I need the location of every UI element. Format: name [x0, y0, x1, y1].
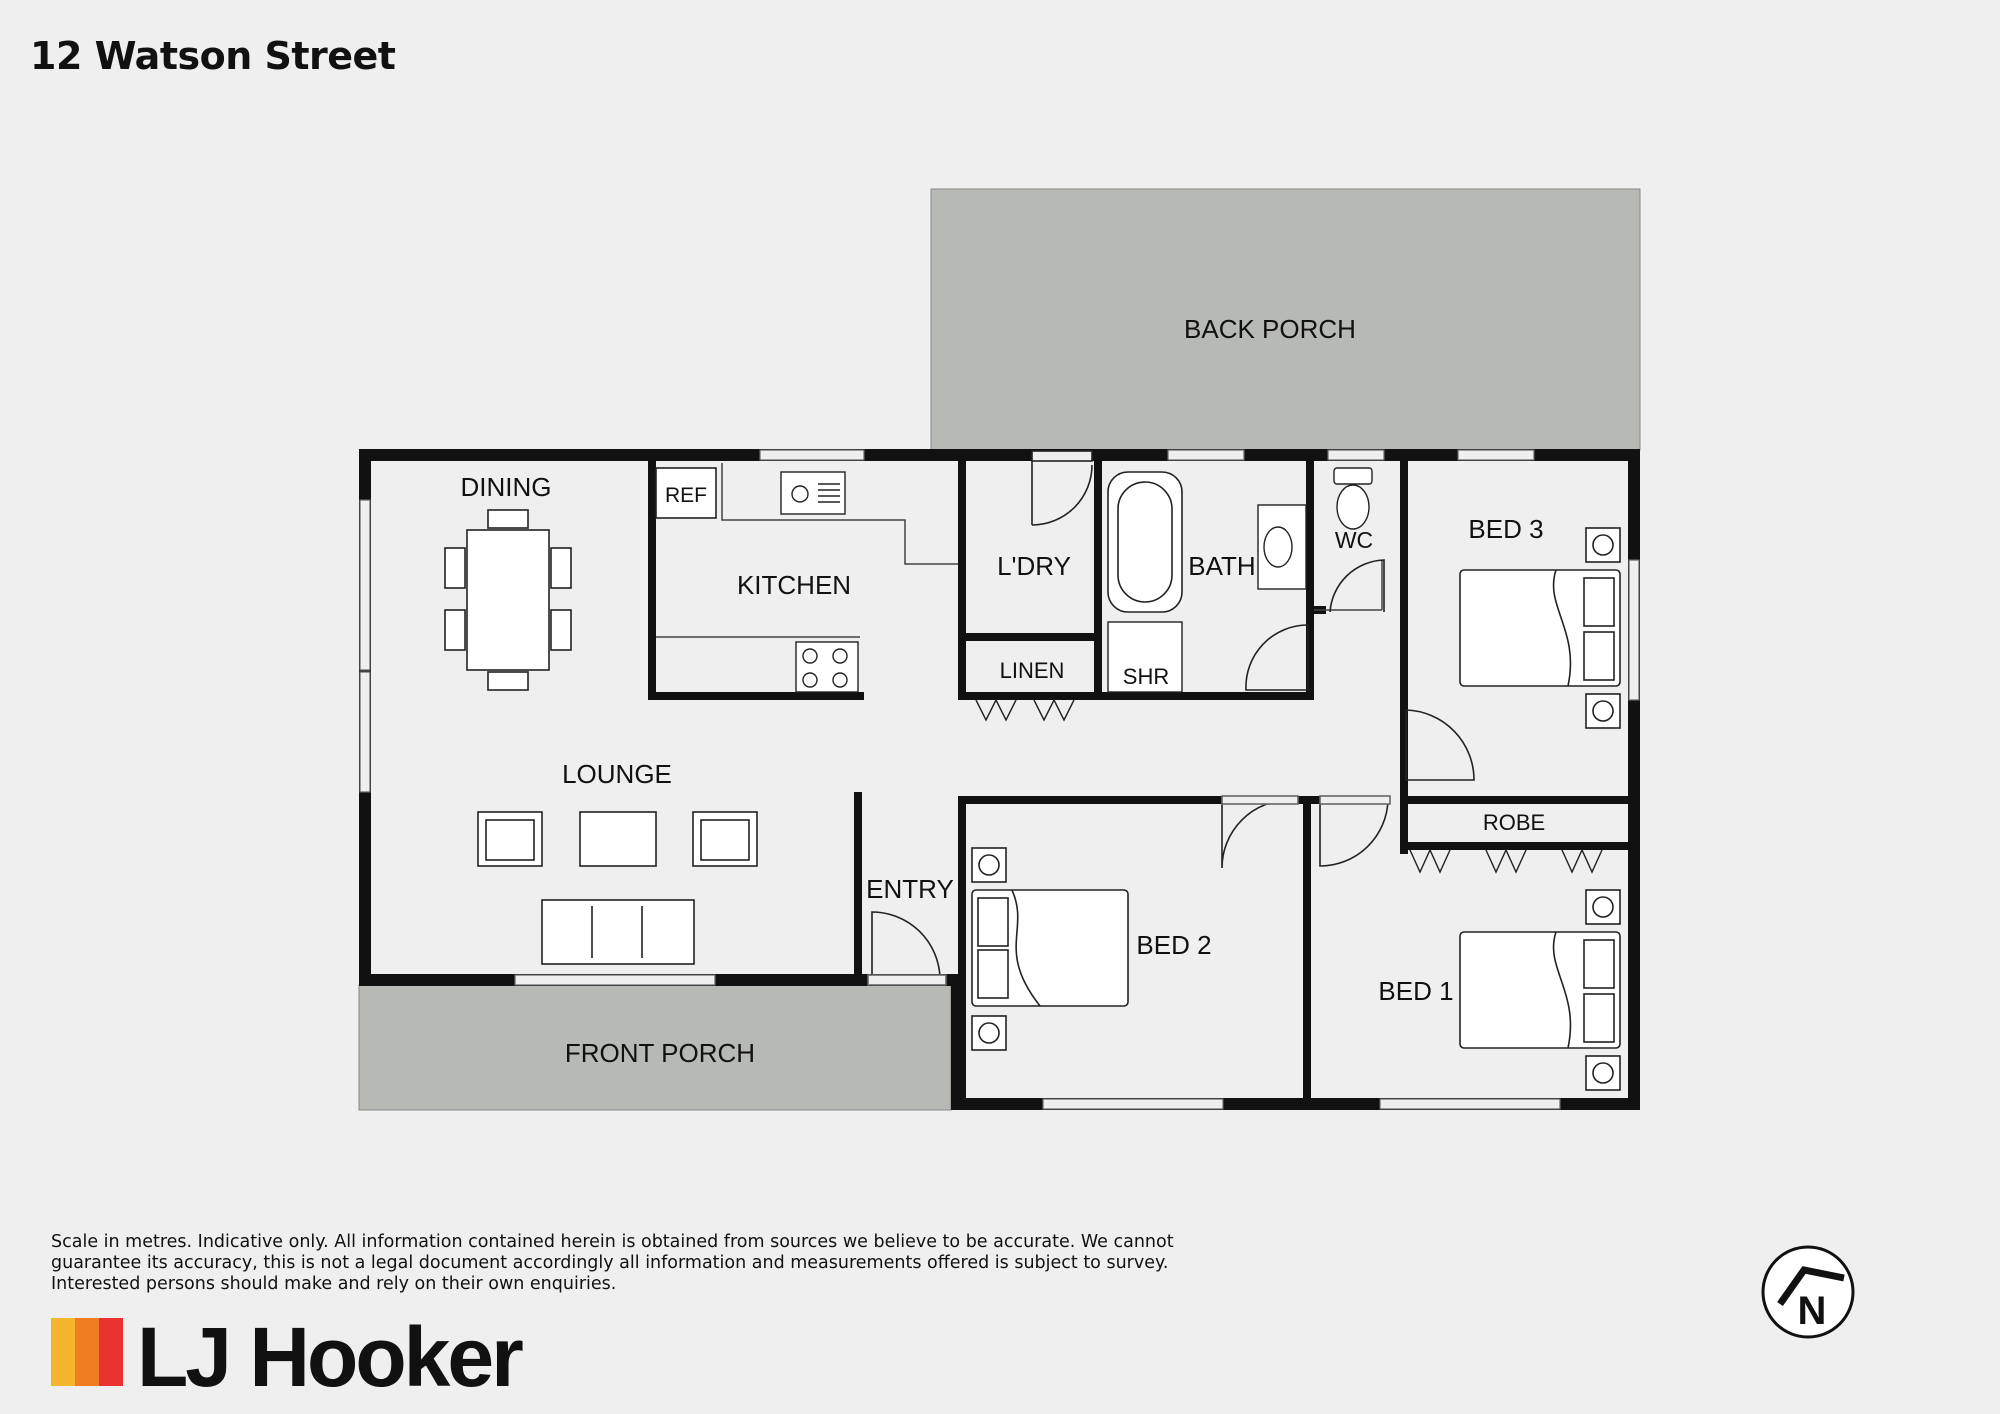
armchair-icon	[477, 811, 543, 867]
room-label-ref: REF	[665, 484, 707, 507]
room-label-bed1: BED 1	[1378, 976, 1453, 1006]
room-label-lounge: LOUNGE	[562, 759, 672, 789]
interior-walls	[648, 459, 1634, 1104]
counters	[656, 463, 1383, 638]
basin-icon	[1257, 504, 1307, 590]
logo-stripe-red	[99, 1318, 123, 1386]
logo-stripe-yellow	[51, 1318, 75, 1386]
room-label-bath: BATH	[1188, 551, 1255, 581]
room-label-kitchen: KITCHEN	[737, 570, 851, 600]
sofa-icon	[541, 899, 695, 965]
room-label-robe: ROBE	[1483, 810, 1545, 835]
stove-icon	[795, 641, 859, 693]
table-icon	[444, 509, 572, 691]
room-label-wc: WC	[1335, 527, 1373, 553]
room-label-laundry: L'DRY	[997, 551, 1071, 581]
bathtub-icon	[1107, 471, 1183, 613]
bed-icon	[1459, 527, 1621, 729]
door-icon[interactable]	[1245, 624, 1309, 691]
shower-icon	[1107, 621, 1183, 693]
room-label-linen: LINEN	[1000, 658, 1065, 683]
back-porch-area	[930, 188, 1641, 451]
coffee-table	[579, 811, 657, 867]
ref-box	[655, 467, 717, 519]
door-icon[interactable]	[1329, 559, 1385, 613]
disclaimer-text: Scale in metres. Indicative only. All in…	[51, 1232, 1174, 1294]
door-icon[interactable]	[1319, 799, 1389, 867]
compass-north-label: N	[1798, 1289, 1827, 1333]
plan-title: 12 Watson Street	[30, 34, 396, 78]
bed-icon	[971, 847, 1129, 1051]
toilet-icon	[1333, 467, 1373, 530]
armchair-icon	[692, 811, 758, 867]
room-label-dining: DINING	[461, 472, 552, 502]
sink-icon	[780, 471, 846, 515]
bifold-doors	[975, 698, 1603, 874]
logo-stripe-orange	[75, 1318, 99, 1386]
door-icon[interactable]	[1031, 456, 1093, 526]
door-icon[interactable]	[871, 911, 941, 979]
door-icon[interactable]	[1405, 709, 1475, 781]
bed-icon	[1459, 889, 1621, 1091]
room-label-entry: ENTRY	[866, 874, 954, 904]
lj-hooker-logo: LJ Hooker	[51, 1310, 526, 1404]
windows	[359, 449, 1640, 1110]
room-label-front-porch: FRONT PORCH	[565, 1038, 755, 1068]
compass-icon: N	[1761, 1245, 1855, 1339]
exterior-walls	[359, 449, 1640, 1110]
doors	[867, 450, 1475, 986]
brand-name: LJ Hooker	[137, 1310, 523, 1404]
room-label-bed3: BED 3	[1468, 514, 1543, 544]
door-icon[interactable]	[1221, 799, 1291, 869]
room-label-shr: SHR	[1123, 664, 1169, 689]
room-label-back-porch: BACK PORCH	[1184, 314, 1356, 344]
room-label-bed2: BED 2	[1136, 930, 1211, 960]
